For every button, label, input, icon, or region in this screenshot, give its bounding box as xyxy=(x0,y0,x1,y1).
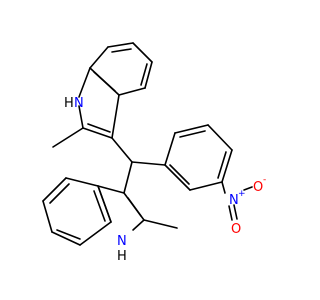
nitro-o-charge: - xyxy=(263,175,266,185)
top-nh-label: H N xyxy=(64,96,84,111)
bond-nitro-o-single xyxy=(243,186,253,191)
top-methyl-bond xyxy=(52,127,84,148)
bond-ring-nitro xyxy=(221,181,226,194)
structure-diagram: H N N H N + O - O xyxy=(42,42,266,264)
top-indole-pyrrole-ring xyxy=(78,67,120,139)
bond-methine-phenyl xyxy=(131,161,166,166)
bond-methine-top-indole xyxy=(111,137,133,163)
bottom-indole-pyrrole-ring xyxy=(97,185,145,231)
nitro-n: N xyxy=(229,193,239,208)
nitro-o-single-label: O - xyxy=(253,175,266,195)
top-nh-h: H xyxy=(64,96,74,111)
bond-nitro-o-double-b xyxy=(233,204,238,220)
nitrophenyl-ring xyxy=(164,124,233,191)
bottom-nh-n: N xyxy=(117,234,127,249)
nitro-n-charge: + xyxy=(238,189,246,199)
nitro-o-double-label: O xyxy=(231,222,241,237)
molecule-canvas: H N N H N + O - O xyxy=(42,42,267,264)
bond-methine-bottom-indole xyxy=(123,161,133,194)
top-nh-n: N xyxy=(74,96,84,111)
bottom-methyl-bond xyxy=(143,219,178,229)
nitro-o-double: O xyxy=(231,222,241,237)
bottom-nh-h: H xyxy=(117,249,127,264)
bond-nitro-o-double-a xyxy=(228,205,233,221)
nitro-o-single: O xyxy=(253,180,263,195)
bottom-indole-benzene-ring xyxy=(42,177,112,246)
nitro-n-label: N + xyxy=(229,189,246,208)
top-indole-benzene-ring xyxy=(89,42,153,96)
bottom-nh-label: N H xyxy=(117,234,127,264)
